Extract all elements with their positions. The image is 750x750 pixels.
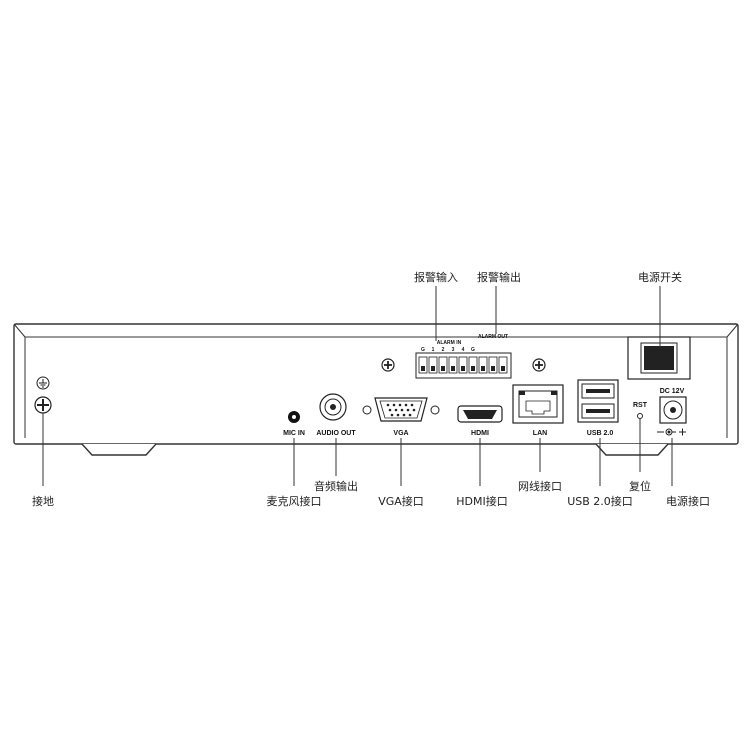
callout-alarm-in: 报警输入: [414, 270, 458, 284]
dc-power-port[interactable]: DC 12V: [657, 388, 687, 436]
terminal-pin-labels: G 1 2 3 4 G: [421, 347, 475, 353]
audio-out-port[interactable]: AUDIO OUT: [316, 393, 356, 437]
callout-alarm-out: 报警输出: [477, 270, 521, 284]
callout-power-port: 电源接口: [666, 494, 710, 508]
callout-mic-in: 麦克风接口: [267, 495, 322, 508]
callout-hdmi: HDMI接口: [456, 495, 507, 508]
callout-reset: 复位: [629, 479, 651, 493]
callout-ground: 接地: [32, 495, 54, 508]
lan-port[interactable]: LAN: [512, 384, 564, 437]
mount-screw-left-icon: [381, 358, 395, 372]
alarm-in-header: ALARM IN: [437, 340, 462, 346]
lan-port-label: LAN: [533, 430, 547, 437]
terminal-pin-label: 3: [452, 347, 455, 353]
callout-power-switch: 电源开关: [638, 270, 682, 284]
usb-port-label: USB 2.0: [587, 430, 614, 437]
ground-screw-icon: [34, 396, 52, 414]
vga-port[interactable]: VGA: [362, 397, 440, 437]
leader-lines: [42, 286, 673, 486]
callout-vga: VGA接口: [378, 495, 424, 508]
terminal-screws: [421, 366, 505, 371]
terminal-pin-label: G: [471, 347, 475, 353]
alarm-terminal-block[interactable]: ALARM IN ALARM OUT G 1 2 3 4 G: [415, 334, 512, 379]
rst-label: RST: [633, 402, 648, 409]
ground-symbol-icon: [36, 376, 50, 390]
mount-screw-right-icon: [532, 358, 546, 372]
hdmi-port[interactable]: HDMI: [457, 405, 503, 437]
vga-port-label: VGA: [393, 430, 408, 437]
terminal-pin-label: 2: [442, 347, 445, 353]
terminal-pin-label: G: [421, 347, 425, 353]
usb-ports[interactable]: USB 2.0: [577, 379, 619, 437]
power-switch[interactable]: [627, 336, 691, 380]
callout-audio-out: 音频输出: [314, 479, 358, 493]
terminal-pin-label: 4: [462, 347, 465, 353]
dc-label: DC 12V: [660, 388, 685, 395]
callout-usb: USB 2.0接口: [567, 495, 633, 508]
mic-in-port[interactable]: MIC IN: [283, 411, 305, 437]
callout-lan: 网线接口: [518, 479, 562, 493]
alarm-out-header: ALARM OUT: [478, 334, 508, 340]
hdmi-port-label: HDMI: [471, 430, 489, 437]
dc-polarity-icon: [657, 428, 686, 436]
terminal-pin-label: 1: [432, 347, 435, 353]
audio-out-port-label: AUDIO OUT: [316, 430, 356, 437]
mic-in-port-label: MIC IN: [283, 430, 305, 437]
terminal-slots: [418, 356, 508, 374]
